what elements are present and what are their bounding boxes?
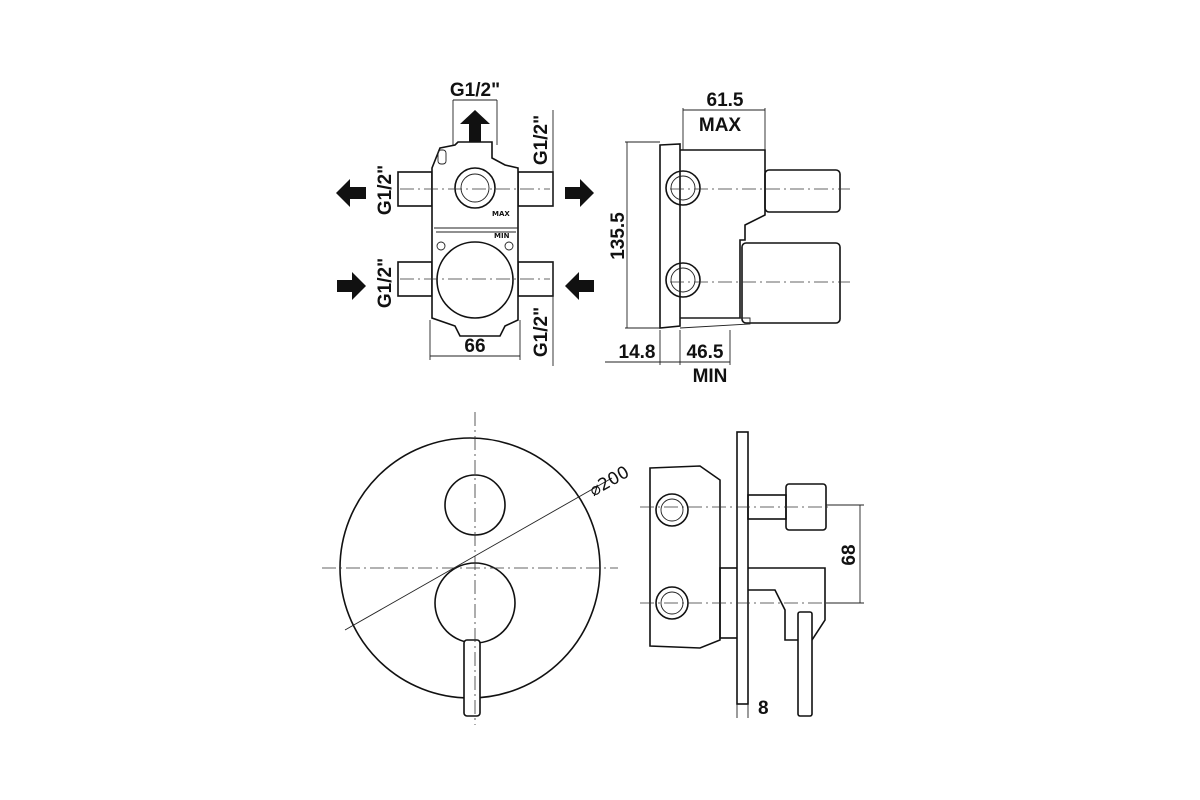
spacing-dimension: 68 (839, 544, 860, 565)
outlet-arrow-up-icon (460, 110, 490, 142)
outlet-arrow-right-icon (565, 179, 594, 207)
valve-side-view: 61.5 MAX 135.5 14.8 46.5 MIN (605, 90, 850, 387)
assembly-front-view: ⌀200 (322, 412, 633, 725)
depth-min-dimension: 46.5 (687, 342, 724, 363)
plate-dimension: 14.8 (619, 342, 656, 363)
width-dimension: 66 (464, 336, 485, 357)
inlet-arrow-left-icon (565, 272, 594, 300)
left-top-label: G1/2" (375, 165, 396, 215)
right-top-label: G1/2" (531, 115, 552, 165)
valve-front-view: MAX MIN G1/2" G1/2" G1/2" G1/2" G1/2" 66 (336, 80, 594, 366)
diameter-dimension: ⌀200 (586, 462, 633, 501)
depth-max-label: MAX (699, 115, 742, 136)
max-mark: MAX (492, 210, 510, 218)
plate-thickness-dimension: 8 (758, 698, 769, 719)
min-mark: MIN (494, 232, 510, 240)
depth-min-label: MIN (693, 366, 728, 387)
left-bottom-label: G1/2" (375, 258, 396, 308)
outlet-arrow-left-icon (336, 179, 366, 207)
height-dimension: 135.5 (608, 212, 629, 260)
top-outlet-label: G1/2" (450, 80, 500, 101)
inlet-arrow-right-icon (337, 272, 366, 300)
depth-max-dimension: 61.5 (707, 90, 744, 111)
assembly-side-view: 68 8 (640, 431, 864, 719)
right-bottom-label: G1/2" (531, 307, 552, 357)
